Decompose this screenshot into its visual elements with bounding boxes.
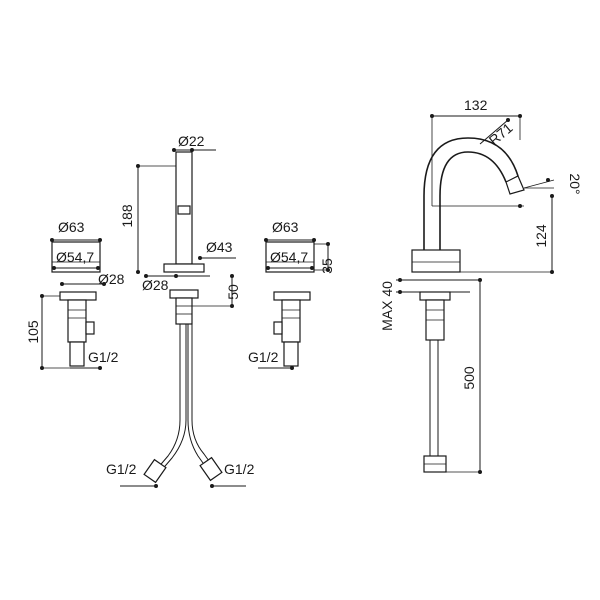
- left-valve-flange: [59, 291, 97, 301]
- side-base: [411, 249, 461, 273]
- right-valve-cap: [265, 241, 315, 273]
- hose-left-thread-label: G1/2: [106, 461, 137, 477]
- right-valve-outlet: [273, 321, 283, 335]
- right-valve-cap-height-label: 35: [319, 258, 335, 274]
- side-outlet-height-label: 124: [533, 224, 549, 248]
- spout-shank: [175, 297, 193, 325]
- left-valve-inner-diameter-label: Ø54,7: [56, 249, 94, 265]
- side-spout-inner: [439, 151, 507, 250]
- right-valve-flange: [273, 291, 311, 301]
- spout-top-diameter-label: Ø22: [178, 133, 205, 149]
- left-valve-height-label: 105: [25, 320, 41, 344]
- side-reach-label: 132: [464, 97, 488, 113]
- side-nut: [419, 291, 451, 301]
- side-outlet: [505, 175, 525, 195]
- left-valve-cap: [51, 241, 101, 273]
- left-valve-body: [67, 299, 87, 343]
- spout-side-view: 132 R71 20° 124 MAX 40: [379, 97, 583, 474]
- hose-right-fitting: [199, 456, 223, 482]
- spout-shank-diameter-label: Ø28: [142, 277, 169, 293]
- left-valve-thread-label: G1/2: [88, 349, 119, 365]
- left-valve-outer-diameter-label: Ø63: [58, 219, 85, 235]
- side-angle-label: 20°: [567, 173, 583, 194]
- spout-height-label: 188: [119, 204, 135, 228]
- spout-aerator: [177, 205, 191, 215]
- spout-shank-length-label: 50: [225, 284, 241, 300]
- hose-right-thread-label: G1/2: [224, 461, 255, 477]
- hose-left-fitting: [143, 458, 167, 484]
- side-radius-label: R71: [486, 119, 516, 148]
- left-valve-thread: [69, 341, 85, 367]
- spout-front: Ø22 188 Ø43 Ø28 50: [106, 133, 255, 488]
- hose-left: [155, 324, 181, 471]
- left-valve-outlet: [85, 321, 95, 335]
- side-hose-length-label: 500: [461, 366, 477, 390]
- right-valve-inner-diameter-label: Ø54,7: [270, 249, 308, 265]
- hose-right: [187, 324, 209, 471]
- spout-nut: [169, 289, 199, 299]
- right-valve-body: [281, 299, 301, 343]
- side-spout-outer: [423, 137, 519, 250]
- left-valve: Ø63 Ø54,7 Ø28 105 G1/2: [25, 219, 125, 370]
- right-valve-outer-diameter-label: Ø63: [272, 219, 299, 235]
- left-valve-shank-diameter-label: Ø28: [98, 271, 125, 287]
- spout-base-diameter-label: Ø43: [206, 239, 233, 255]
- right-valve-thread-label: G1/2: [248, 349, 279, 365]
- side-max-deck-label: MAX 40: [379, 281, 395, 331]
- right-valve: Ø63 Ø54,7 35 G1/2: [248, 219, 335, 370]
- spout-base: [163, 263, 205, 273]
- right-valve-thread: [283, 341, 299, 367]
